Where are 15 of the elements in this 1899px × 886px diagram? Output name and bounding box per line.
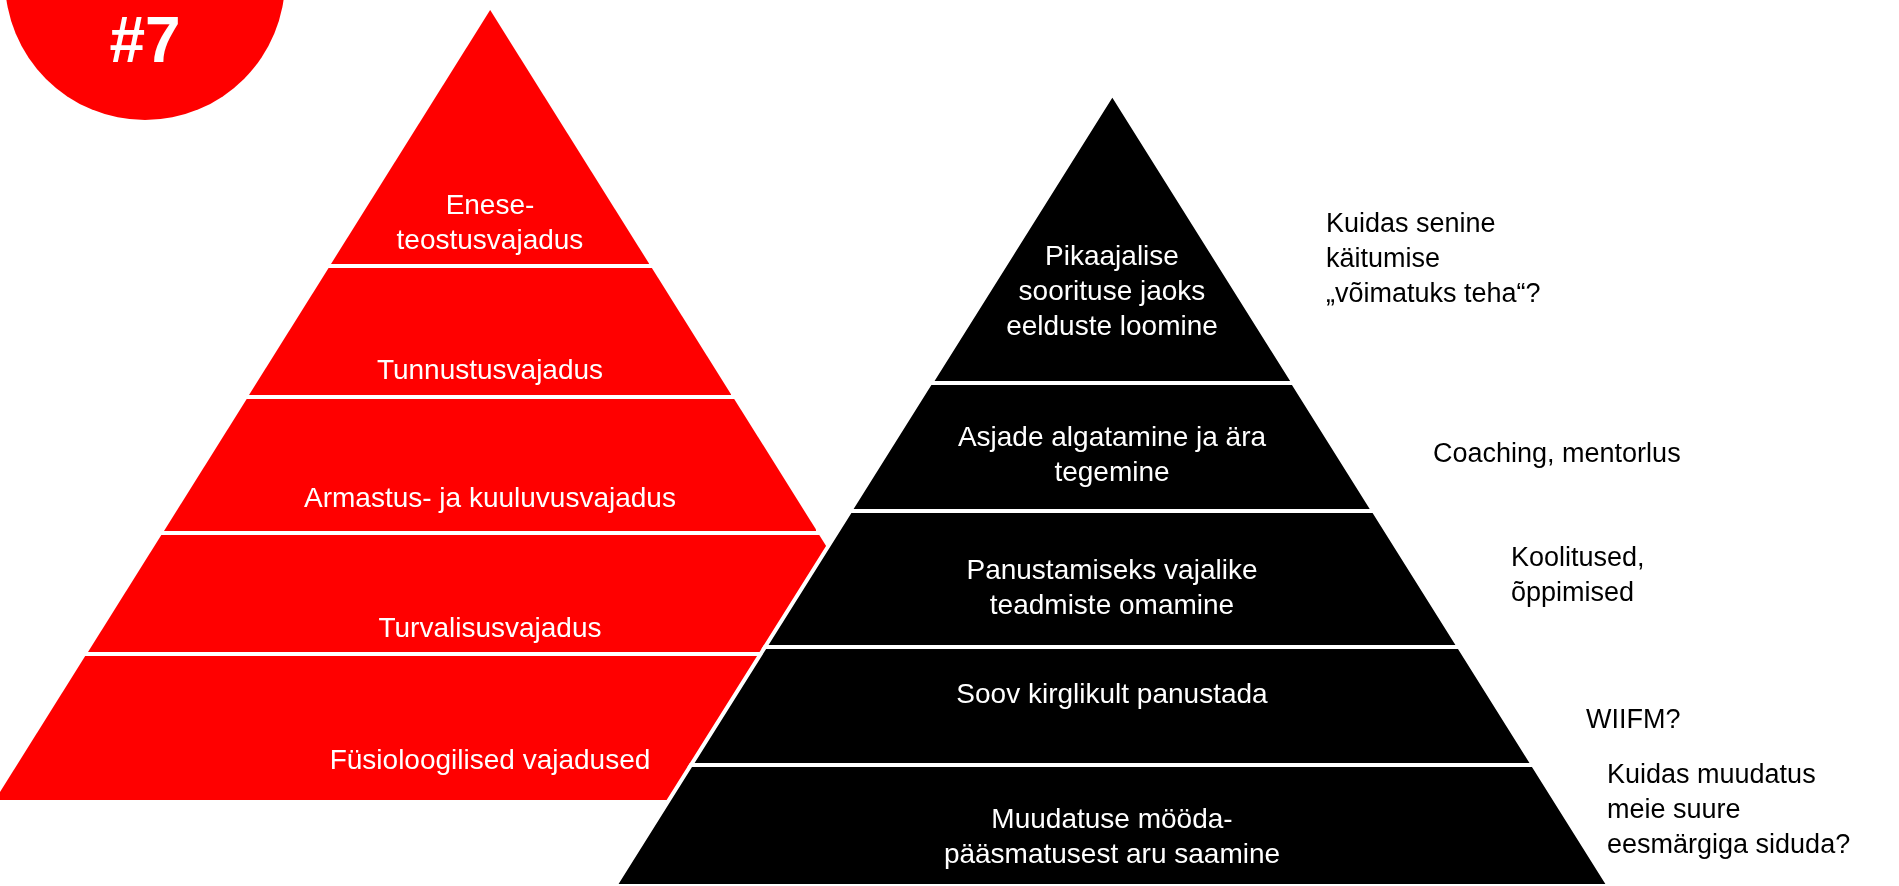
badge-number: #7 — [108, 3, 182, 78]
level-label: Enese- teostusvajadus — [395, 188, 585, 257]
side-note: Koolitused, õppimised — [1511, 541, 1646, 610]
level-label: Pikaajalise soorituse jaoks eelduste loomine — [1005, 238, 1219, 343]
side-note: Kuidas senine käitumise „võimatuks teha“? — [1326, 207, 1542, 311]
level-label: Füsioloogilised vajadused — [328, 742, 652, 777]
level-label: Armastus- ja kuuluvusvajadus — [303, 480, 677, 515]
level-label: Panustamiseks vajalike teadmiste omamine — [965, 553, 1259, 622]
side-note: WIIFM? — [1586, 703, 1682, 736]
side-note: Coaching, mentorlus — [1433, 437, 1682, 470]
side-note: Kuidas muudatus meie suure eesmärgiga siduda? — [1607, 758, 1852, 862]
level-label: Turvalisusvajadus — [377, 610, 603, 645]
level-label: Tunnustusvajadus — [375, 352, 605, 387]
level-label: Muudatuse mööda- pääsmatusest aru saamine — [942, 802, 1282, 871]
level-label: Asjade algatamine ja ära tegemine — [956, 420, 1268, 489]
